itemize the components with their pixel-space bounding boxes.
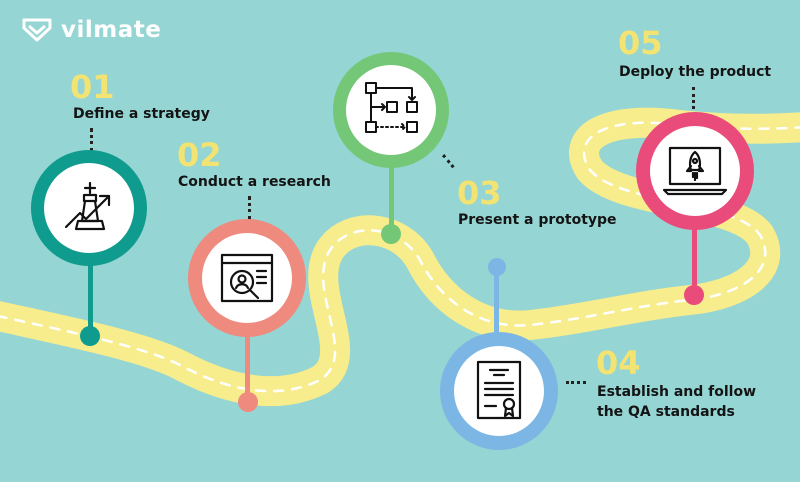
step-01-stem: [88, 262, 93, 334]
step-04-label-line-2: the QA standards: [597, 404, 735, 420]
step-05-road-marker: [684, 285, 704, 305]
vilmate-logo[interactable]: vilmate: [22, 17, 161, 43]
step-04-road-marker: [488, 258, 506, 276]
chess-strategy-icon: [64, 181, 111, 231]
step-04-pin[interactable]: [440, 332, 558, 450]
step-04-stem: [494, 270, 499, 350]
step-02-pin[interactable]: [188, 219, 306, 337]
step-05-label: Deploy the product: [619, 64, 772, 80]
step-05-pin[interactable]: [636, 112, 754, 230]
step-01-road-marker: [80, 326, 100, 346]
certificate-icon: [476, 360, 522, 420]
step-03-road-marker: [381, 224, 401, 244]
step-05-number: 05: [618, 24, 663, 62]
step-05-stem: [692, 222, 697, 292]
step-03-stem: [389, 150, 394, 234]
step-04-connector: [566, 381, 586, 384]
step-03-label: Present a prototype: [458, 212, 617, 228]
step-02-road-marker: [238, 392, 258, 412]
step-01-connector: [90, 128, 93, 152]
rocket-laptop-icon: [662, 146, 728, 196]
step-03-number: 03: [457, 174, 502, 212]
magnifier-research-icon: [220, 253, 274, 303]
step-04-number: 04: [596, 344, 641, 382]
step-01-pin[interactable]: [31, 150, 147, 266]
step-01-number: 01: [70, 68, 115, 106]
step-04-label-line-1: Establish and follow: [597, 384, 756, 400]
road-center-line: [0, 121, 800, 393]
step-02-label: Conduct a research: [178, 174, 331, 190]
step-01-label: Define a strategy: [73, 106, 210, 122]
vilmate-logo-icon: [22, 18, 52, 42]
flowchart-prototype-icon: [365, 82, 418, 133]
step-02-connector: [248, 196, 251, 220]
step-02-stem: [245, 320, 250, 398]
brand-name: vilmate: [61, 17, 162, 43]
step-05-connector: [692, 87, 695, 109]
step-03-pin[interactable]: [333, 52, 449, 168]
step-02-number: 02: [177, 136, 222, 174]
